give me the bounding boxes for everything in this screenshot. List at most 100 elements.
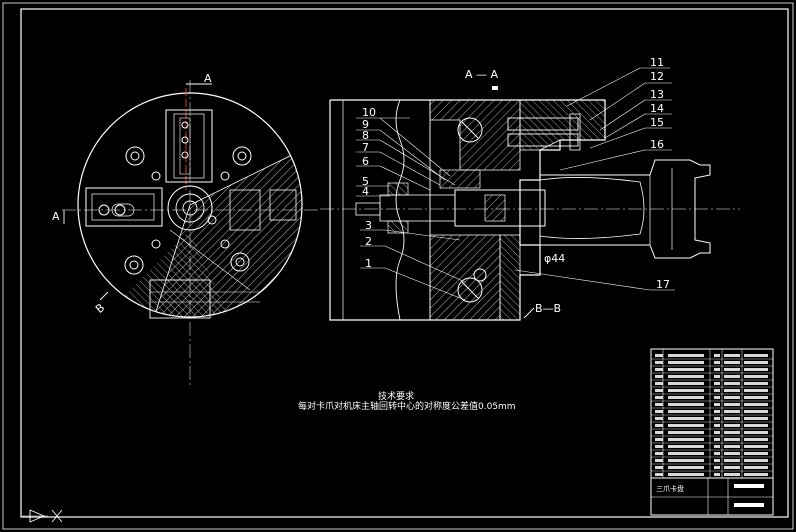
title-block-cell <box>744 459 768 462</box>
title-block-cell <box>714 361 720 364</box>
title-block-cell <box>668 361 704 364</box>
part-label-15: 15 <box>650 116 664 129</box>
bolt-hole-2 <box>232 146 252 166</box>
title-block-cell <box>668 403 704 406</box>
title-block-cell <box>655 389 663 392</box>
title-block-cell <box>655 452 663 455</box>
title-block-cell <box>714 424 720 427</box>
part-label-16: 16 <box>650 138 664 151</box>
front-view: A A B <box>52 72 320 385</box>
title-block-cell <box>668 389 704 392</box>
title-block-cell <box>744 382 768 385</box>
part-label-5: 5 <box>362 175 369 188</box>
title-block-cell <box>668 410 704 413</box>
title-block-cell <box>668 417 704 420</box>
title-block-cell <box>668 466 704 469</box>
title-block-cell <box>724 389 740 392</box>
title-block-cell <box>724 466 740 469</box>
part-label-6: 6 <box>362 155 369 168</box>
title-block-cell <box>744 445 768 448</box>
bevel-gear-upper <box>457 117 483 143</box>
title-block-cell <box>724 438 740 441</box>
title-block-cell <box>714 417 720 420</box>
part-label-10: 10 <box>362 106 376 119</box>
title-block-cell <box>655 396 663 399</box>
title-block-cell <box>744 361 768 364</box>
part-label-8: 8 <box>362 129 369 142</box>
spindle <box>539 159 711 259</box>
title-block-cell <box>655 459 663 462</box>
title-block-cell <box>655 375 663 378</box>
title-block-cell <box>724 361 740 364</box>
title-block-cell <box>714 466 720 469</box>
title-block-cell <box>744 424 768 427</box>
title-block-cell <box>655 417 663 420</box>
title-block-cell <box>668 445 704 448</box>
bolt-hole-1 <box>125 146 145 166</box>
title-block-cell <box>655 445 663 448</box>
title-block-cell <box>744 410 768 413</box>
title-block-cell <box>724 382 740 385</box>
title-block-cell <box>744 473 768 476</box>
title-block-cell <box>744 368 768 371</box>
title-block-cell <box>724 354 740 357</box>
body-hatch-right <box>519 99 606 151</box>
inner-frame <box>20 8 789 518</box>
title-block-cell <box>714 403 720 406</box>
title-block-cell <box>724 417 740 420</box>
title-block-cell <box>655 424 663 427</box>
title-block-cell <box>724 396 740 399</box>
part-label-3: 3 <box>365 219 372 232</box>
title-block-cell <box>714 382 720 385</box>
title-block-cell <box>744 466 768 469</box>
title-block-cell <box>744 417 768 420</box>
part-label-14: 14 <box>650 102 664 115</box>
part-label-9: 9 <box>362 118 369 131</box>
title-block-cell <box>668 396 704 399</box>
title-block-cell <box>724 431 740 434</box>
top-jaw <box>165 109 213 183</box>
title-block-cell <box>655 361 663 364</box>
title-block-cell <box>724 445 740 448</box>
title-block-cell <box>744 375 768 378</box>
title-block-cell <box>668 354 704 357</box>
part-label-4: 4 <box>362 185 369 198</box>
part-label-1: 1 <box>365 257 372 270</box>
part-label-11: 11 <box>650 56 664 69</box>
technical-requirements-title: 技术要求 <box>378 392 415 402</box>
title-block-cell <box>655 354 663 357</box>
title-block-cell <box>714 375 720 378</box>
technical-requirements-text: 每对卡爪对机床主轴回转中心的对称度公差值0.05mm <box>298 402 516 412</box>
title-block-cell <box>744 389 768 392</box>
title-block-cell <box>714 452 720 455</box>
title-block-cell <box>714 389 720 392</box>
title-block-cell <box>724 368 740 371</box>
section-view: A — A φ44 <box>320 56 740 321</box>
title-block-cell <box>714 431 720 434</box>
title-block-cell <box>655 473 663 476</box>
cut-label-a-top: A <box>204 72 212 85</box>
title-block-cell <box>655 410 663 413</box>
title-block-cell <box>724 459 740 462</box>
title-block-cell <box>744 438 768 441</box>
part-labels: 11 12 13 14 15 16 17 10 9 8 7 6 5 <box>356 56 675 301</box>
title-block-cell <box>714 354 720 357</box>
title-block-cell <box>714 473 720 476</box>
title-block-cell <box>668 375 704 378</box>
title-block: 三爪卡盘 <box>650 348 774 516</box>
section-title: A — A <box>465 68 499 81</box>
bolt-hole-4 <box>230 252 250 272</box>
center-hub-outer <box>167 185 213 231</box>
screw-upper <box>507 117 579 131</box>
title-block-cell <box>655 368 663 371</box>
title-block-cell <box>744 452 768 455</box>
title-block-cell <box>714 459 720 462</box>
title-block-cell <box>714 445 720 448</box>
corner-marks <box>22 509 63 523</box>
title-block-cell <box>714 368 720 371</box>
title-block-cell <box>655 431 663 434</box>
bevel-gear-lower <box>457 277 483 303</box>
title-block-cell <box>724 473 740 476</box>
